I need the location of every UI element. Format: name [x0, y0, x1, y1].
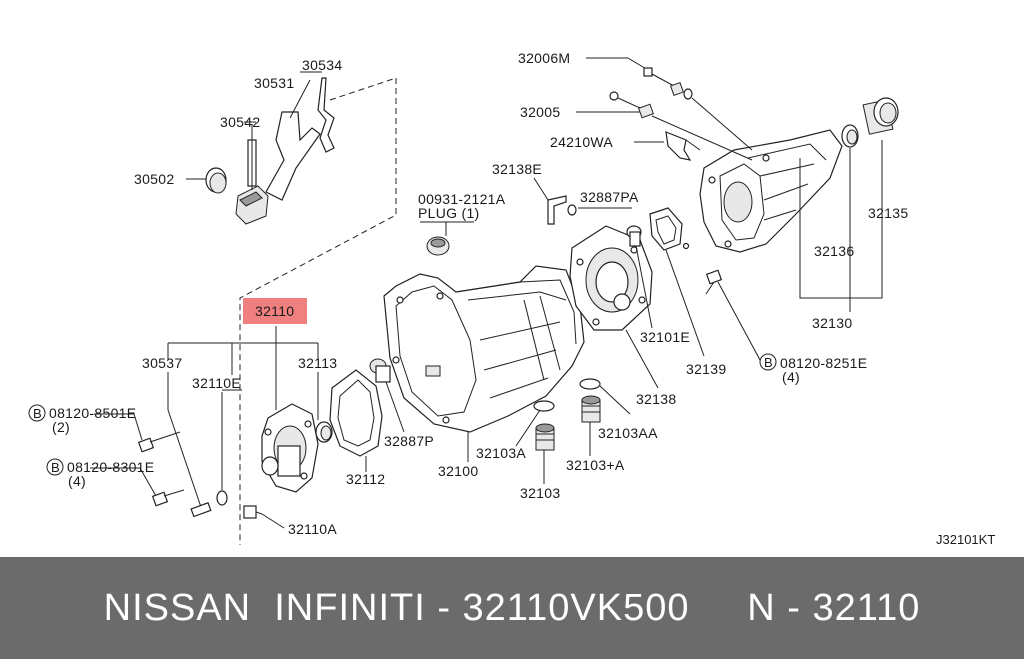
label-32135: 32135 [868, 205, 908, 221]
transmission-case-part [383, 265, 585, 433]
label-32113: 32113 [298, 355, 337, 371]
part-title: NISSAN INFINITI - 32110VK500 N - 32110 [103, 586, 921, 629]
bolt-marker-icon: B [46, 458, 64, 476]
svg-text:B: B [33, 406, 42, 421]
shift-block-top [239, 191, 263, 207]
label-32136: 32136 [814, 243, 854, 259]
label-bolt-8301: 08120-8301E [67, 459, 154, 475]
label-32103: 32103 [520, 485, 560, 501]
label-32110E: 32110E [192, 375, 241, 391]
footer-bar: NISSAN INFINITI - 32110VK500 N - 32110 [0, 557, 1024, 659]
label-32139: 32139 [686, 361, 726, 377]
label-32887P: 32887P [384, 433, 434, 449]
label-32110A: 32110A [288, 521, 337, 537]
part-highlight-box [243, 298, 307, 324]
washer-part [216, 490, 228, 506]
pin-32138e-part [547, 195, 567, 225]
dowel-32101e-part [626, 225, 653, 329]
label-bolt-8301-qty: (4) [68, 473, 86, 489]
svg-text:B: B [51, 460, 60, 475]
label-32006M: 32006M [518, 50, 570, 66]
label-bolt-8501: 08120-8501E [49, 405, 136, 421]
parts-diagram: 30534 30531 30542 30502 32110 30537 3211… [28, 50, 996, 547]
rear-extension-part [699, 129, 843, 253]
retainer-bore [261, 456, 279, 476]
label-32110: 32110 [255, 303, 294, 319]
assembly-outline-upper [239, 78, 397, 545]
bushing-inner [209, 172, 227, 194]
plug-32887p-body [375, 365, 391, 383]
shift-block-part [235, 185, 269, 225]
shift-rail-part [317, 77, 335, 153]
retainer-sleeve [277, 445, 301, 477]
bolt-marker-icon: B [28, 404, 46, 422]
label-30537: 30537 [142, 355, 182, 371]
fill-plug-32103aa-part [579, 378, 631, 456]
label-32138: 32138 [636, 391, 676, 407]
label-32130: 32130 [812, 315, 852, 331]
label-30502: 30502 [134, 171, 174, 187]
label-30534: 30534 [302, 57, 342, 73]
bolt-8301-part [90, 467, 185, 507]
drawing-id: J32101KT [936, 532, 995, 547]
bolt-32110a-part [243, 505, 285, 529]
rear-housing-bore [723, 181, 753, 223]
exploded-view-drawing: 30534 30531 30542 30502 32110 30537 3211… [28, 50, 995, 547]
label-32100: 32100 [438, 463, 478, 479]
label-32005: 32005 [520, 104, 560, 120]
bolt-8501-part [94, 413, 181, 453]
shift-fork-part [265, 111, 321, 201]
assembly-outline-fork [329, 77, 397, 101]
label-30531: 30531 [254, 75, 294, 91]
label-plug-name: PLUG (1) [418, 205, 480, 221]
bolt-marker-icon: B [759, 353, 777, 371]
plug-32887pa-part [567, 204, 577, 216]
label-32103AA: 32103AA [598, 425, 658, 441]
rear-bushing-part [862, 97, 899, 135]
svg-text:B: B [764, 355, 773, 370]
label-32103pA: 32103+A [566, 457, 625, 473]
label-plug-code: 00931-2121A [418, 191, 506, 207]
label-32103A: 32103A [476, 445, 526, 461]
case-window [425, 365, 441, 377]
bolt-8251-part [705, 269, 761, 361]
label-30542: 30542 [220, 114, 260, 130]
bracket-24210wa-part [634, 131, 701, 161]
gasket-32112-part [329, 369, 383, 457]
label-24210WA: 24210WA [550, 134, 613, 150]
label-32887PA: 32887PA [580, 189, 639, 205]
sensor-32005-part [576, 91, 753, 161]
label-bolt-8251: 08120-8251E [780, 355, 867, 371]
stud-pin-part [190, 502, 212, 518]
label-32101E: 32101E [640, 329, 690, 345]
label-32112: 32112 [346, 471, 385, 487]
drain-plug-32103-part [515, 400, 555, 484]
label-bolt-8251-qty: (4) [782, 369, 800, 385]
label-32138E: 32138E [492, 161, 542, 177]
sensor-32006m-part [586, 57, 753, 151]
label-bolt-8501-qty: (2) [52, 419, 70, 435]
